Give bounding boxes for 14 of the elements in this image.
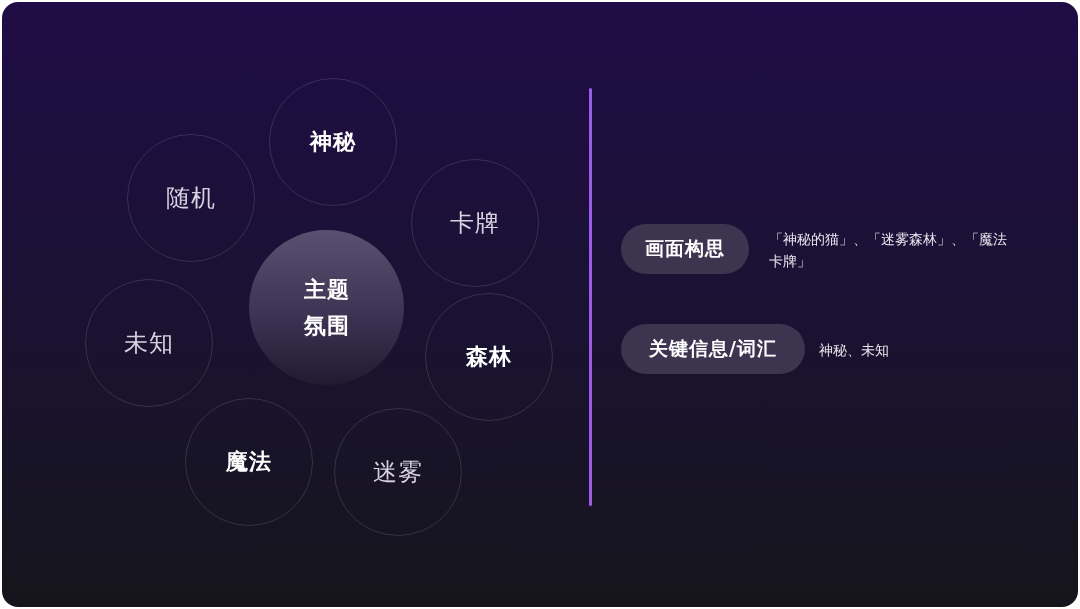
keyword-text: 迷雾	[373, 457, 423, 488]
description-text: 神秘、未知	[819, 341, 890, 360]
keyword-text: 森林	[466, 343, 512, 371]
label-pill	[621, 224, 749, 274]
pill-label: 关键信息/词汇	[649, 336, 777, 361]
label-pill	[621, 324, 805, 374]
description-text: 「神秘的猫」、「迷雾森林」、「魔法卡牌」	[769, 230, 1008, 271]
keyword-text: 神秘	[310, 128, 356, 156]
keyword-text: 卡牌	[450, 208, 500, 239]
keyword-text: 未知	[124, 328, 174, 359]
keyword-text: 主题氛围	[302, 275, 351, 340]
keyword-text: 随机	[166, 183, 216, 214]
pill-label: 画面构思	[645, 236, 725, 261]
keyword-text: 魔法	[226, 448, 272, 476]
